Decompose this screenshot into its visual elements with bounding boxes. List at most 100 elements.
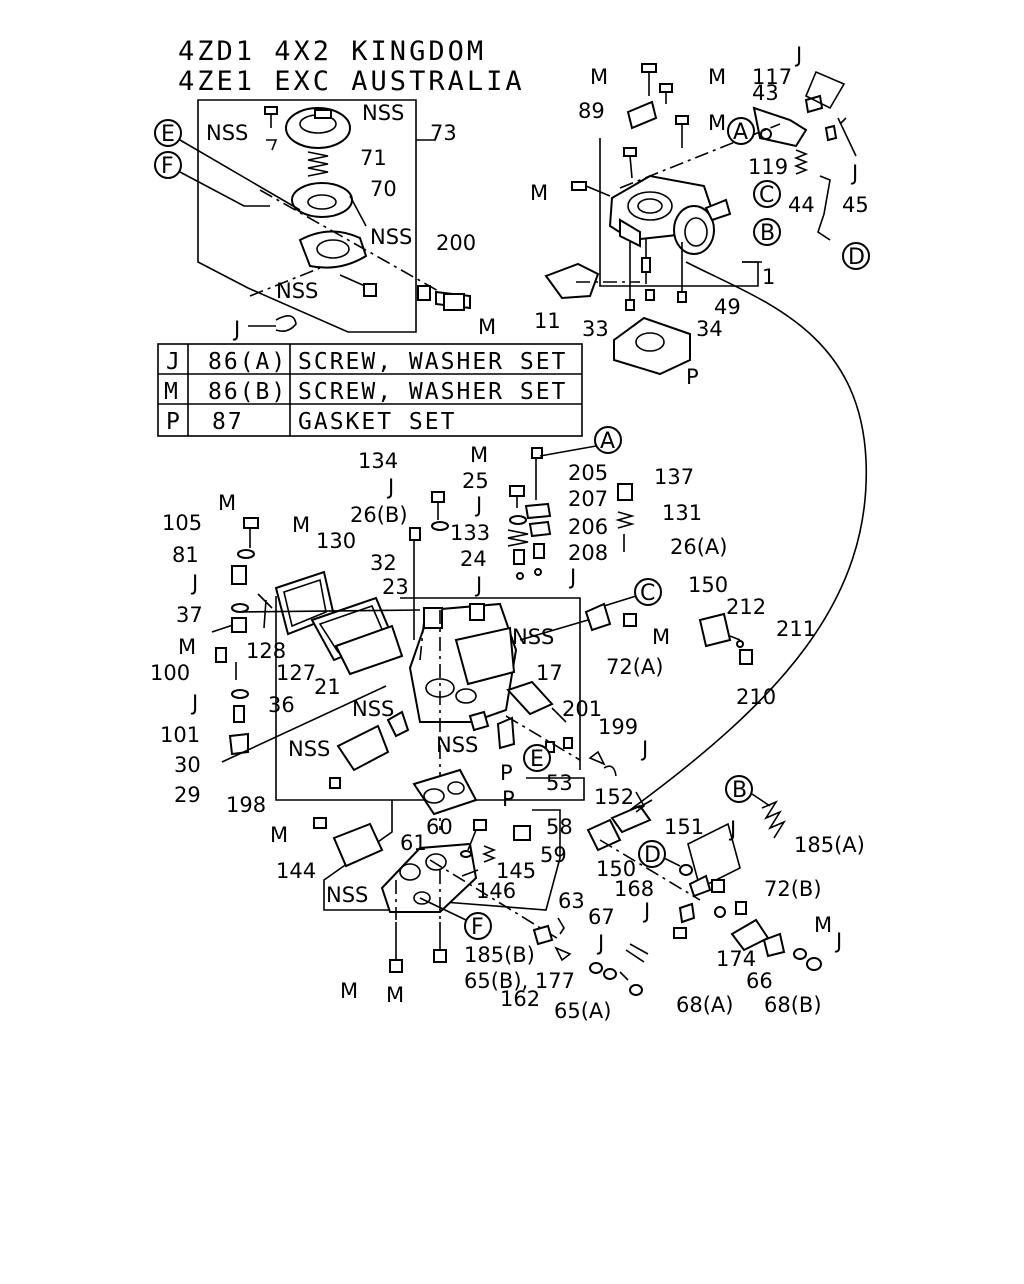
svg-text:E: E — [530, 747, 544, 772]
solenoid-parts — [698, 612, 753, 665]
connecting-cable — [629, 261, 868, 811]
svg-text:C: C — [759, 183, 774, 208]
label-26b: 26(B) — [350, 503, 408, 527]
callout-c: C — [753, 180, 781, 208]
label-45: 45 — [842, 193, 869, 217]
label-53: 53 — [546, 771, 573, 795]
label-32: 32 — [370, 551, 397, 575]
label-68b: 68(B) — [764, 993, 822, 1017]
legend-code: M — [164, 379, 180, 405]
label-m: M — [478, 315, 496, 339]
label-nss: NSS — [362, 101, 404, 125]
label-p: P — [500, 761, 513, 785]
label-58: 58 — [546, 815, 573, 839]
label-185a: 185(A) — [794, 833, 865, 857]
label-210: 210 — [736, 685, 776, 709]
callout-b: B — [725, 775, 771, 807]
label-nss: NSS — [370, 225, 412, 249]
label-m: M — [470, 443, 488, 467]
label-207: 207 — [568, 487, 608, 511]
label-145: 145 — [496, 859, 536, 883]
label-m: M — [708, 65, 726, 89]
label-37: 37 — [176, 603, 203, 627]
label-89: 89 — [578, 99, 605, 123]
label-p: P — [502, 787, 515, 811]
svg-text:F: F — [471, 915, 484, 940]
label-200: 200 — [436, 231, 476, 255]
label-nss: NSS — [352, 697, 394, 721]
label-m: M — [652, 625, 670, 649]
label-j: J — [728, 817, 736, 841]
label-m: M — [590, 65, 608, 89]
label-137: 137 — [654, 465, 694, 489]
svg-text:D: D — [848, 245, 865, 270]
label-212: 212 — [726, 595, 766, 619]
label-j: J — [190, 691, 198, 715]
label-21: 21 — [314, 675, 341, 699]
label-144: 144 — [276, 859, 316, 883]
label-201: 201 — [562, 697, 602, 721]
legend-desc: SCREW, WASHER SET — [298, 379, 567, 405]
label-185b: 185(B) — [464, 943, 535, 967]
label-73: 73 — [430, 121, 457, 145]
label-j: J — [850, 161, 858, 185]
label-m: M — [270, 823, 288, 847]
subassembly-73 — [197, 99, 471, 333]
callout-d: D — [842, 242, 870, 270]
label-44: 44 — [788, 193, 815, 217]
label-nss: NSS — [288, 737, 330, 761]
label-j: J — [794, 43, 802, 67]
label-81: 81 — [172, 543, 199, 567]
label-j: J — [474, 573, 482, 597]
label-101: 101 — [160, 723, 200, 747]
label-nss: NSS — [276, 279, 318, 303]
legend-table: J 86(A) SCREW, WASHER SET M 86(B) SCREW,… — [157, 343, 583, 437]
label-j: J — [834, 929, 842, 953]
svg-text:A: A — [733, 120, 748, 145]
label-m: M — [292, 513, 310, 537]
label-127: 127 — [276, 661, 316, 685]
label-168: 168 — [614, 877, 654, 901]
label-p: P — [686, 365, 699, 389]
label-61: 61 — [400, 831, 427, 855]
label-j: J — [386, 475, 394, 499]
legend-desc: GASKET SET — [298, 409, 456, 435]
label-17: 17 — [536, 661, 563, 685]
label-67: 67 — [588, 905, 615, 929]
label-130: 130 — [316, 529, 356, 553]
label-117: 117 — [752, 65, 792, 89]
label-30: 30 — [174, 753, 201, 777]
svg-text:C: C — [640, 581, 655, 606]
legend-code: P — [166, 409, 182, 435]
label-24: 24 — [460, 547, 487, 571]
label-131: 131 — [662, 501, 702, 525]
label-162: 162 — [500, 987, 540, 1011]
label-m: M — [178, 635, 196, 659]
svg-text:F: F — [161, 154, 174, 179]
legend-ref: 87 — [212, 409, 244, 435]
label-146: 146 — [476, 879, 516, 903]
label-43: 43 — [752, 81, 779, 105]
label-66: 66 — [746, 969, 773, 993]
label-1: 1 — [762, 265, 775, 289]
throttle-body-assembly — [544, 63, 857, 376]
svg-text:B: B — [732, 778, 747, 803]
svg-text:B: B — [760, 221, 775, 246]
svg-text:A: A — [600, 429, 615, 454]
label-72b: 72(B) — [764, 877, 822, 901]
label-63: 63 — [558, 889, 585, 913]
label-133: 133 — [450, 521, 490, 545]
label-nss: NSS — [436, 733, 478, 757]
label-23: 23 — [382, 575, 409, 599]
label-25: 25 — [462, 469, 489, 493]
label-206: 206 — [568, 515, 608, 539]
label-36: 36 — [268, 693, 295, 717]
lower-body-assembly — [313, 768, 822, 996]
callout-f: F — [419, 897, 492, 940]
label-j: J — [596, 931, 604, 955]
legend-ref: 86(B) — [208, 379, 287, 405]
model-line-1: 4ZD1 4X2 KINGDOM — [178, 36, 486, 67]
label-m: M — [530, 181, 548, 205]
